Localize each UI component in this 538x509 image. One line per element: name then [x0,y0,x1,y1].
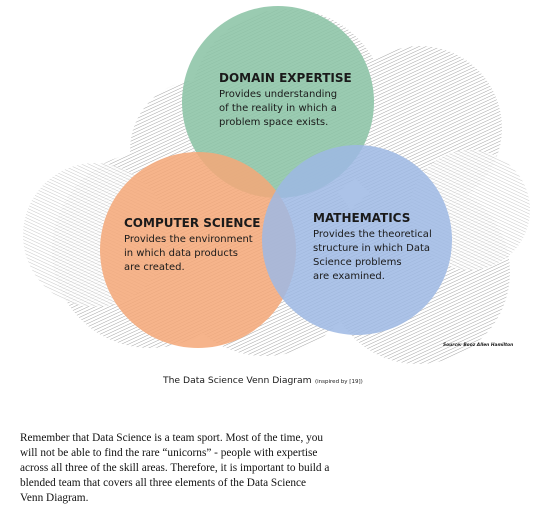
paragraph-line: Remember that Data Science is a team spo… [20,432,324,444]
domain-expertise-label: DOMAIN EXPERTISE Provides understanding … [219,71,352,128]
paragraph-line: across all three of the skill areas. The… [20,462,330,474]
body-paragraph: Remember that Data Science is a team spo… [20,431,365,506]
computer-science-desc-line: Provides the environment [124,234,253,245]
source-credit: Source: Booz Allen Hamilton [443,342,513,348]
venn-circles [100,6,452,348]
computer-science-desc-line: are created. [124,262,185,273]
mathematics-desc-line: Provides the theoretical [313,229,432,240]
domain-expertise-desc-line: of the reality in which a [219,103,337,114]
mathematics-circle [262,145,452,335]
mathematics-desc-line: are examined. [313,271,385,282]
caption-title: The Data Science Venn Diagram [162,375,312,386]
paragraph-line: will not be able to find the rare “unico… [20,447,318,459]
mathematics-label: MATHEMATICS Provides the theoretical str… [313,211,432,282]
paragraph-line: blended team that covers all three eleme… [20,477,307,489]
computer-science-desc-line: in which data products [124,248,238,259]
diagram-caption: The Data Science Venn Diagram (inspired … [162,375,363,386]
computer-science-circle [100,152,296,348]
domain-expertise-desc-line: problem space exists. [219,117,328,128]
computer-science-title: COMPUTER SCIENCE [124,216,260,230]
mathematics-desc-line: structure in which Data [313,243,430,254]
domain-expertise-title: DOMAIN EXPERTISE [219,71,352,85]
caption-note: (inspired by [19]) [315,379,363,385]
computer-science-label: COMPUTER SCIENCE Provides the environmen… [124,216,260,273]
paragraph-line: Venn Diagram. [20,492,89,504]
domain-expertise-circle [182,6,374,198]
domain-expertise-desc-line: Provides understanding [219,89,337,100]
mathematics-desc-line: Science problems [313,257,402,268]
mathematics-title: MATHEMATICS [313,211,410,225]
